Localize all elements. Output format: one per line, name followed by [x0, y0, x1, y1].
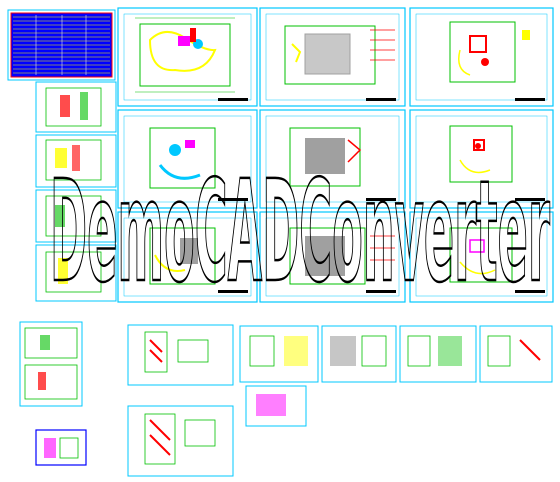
- sheet-floor-plan-7[interactable]: [117, 211, 258, 303]
- sheet-elevation-2[interactable]: [239, 325, 319, 383]
- sheet-elevation-6[interactable]: [245, 385, 307, 427]
- sheet-floor-plan-6[interactable]: [409, 109, 554, 209]
- sheet-side-detail-2[interactable]: [35, 134, 117, 188]
- sheet-floor-plan-3[interactable]: [409, 7, 554, 107]
- sheet-floor-plan-4[interactable]: [117, 109, 258, 209]
- sheet-side-detail-4[interactable]: [35, 244, 117, 302]
- sheet-elevation-5[interactable]: [479, 325, 553, 383]
- sheet-side-detail-1[interactable]: [35, 81, 117, 133]
- sheet-floor-plan-9[interactable]: [409, 211, 554, 303]
- sheet-tiny-thumbnail[interactable]: [35, 429, 87, 466]
- sheet-floor-plan-8[interactable]: [259, 211, 406, 303]
- sheet-floor-plan-2[interactable]: [259, 7, 406, 107]
- sheet-elevation-1[interactable]: [127, 324, 234, 386]
- sheet-small-detail-1[interactable]: [19, 321, 83, 407]
- sheet-elevation-7[interactable]: [127, 405, 234, 477]
- sheet-index-table[interactable]: [7, 9, 116, 81]
- sheet-elevation-3[interactable]: [321, 325, 397, 383]
- sheet-floor-plan-5[interactable]: [259, 109, 406, 209]
- sheet-side-detail-3[interactable]: [35, 189, 117, 243]
- sheet-elevation-4[interactable]: [399, 325, 477, 383]
- sheet-floor-plan-1[interactable]: [117, 7, 258, 107]
